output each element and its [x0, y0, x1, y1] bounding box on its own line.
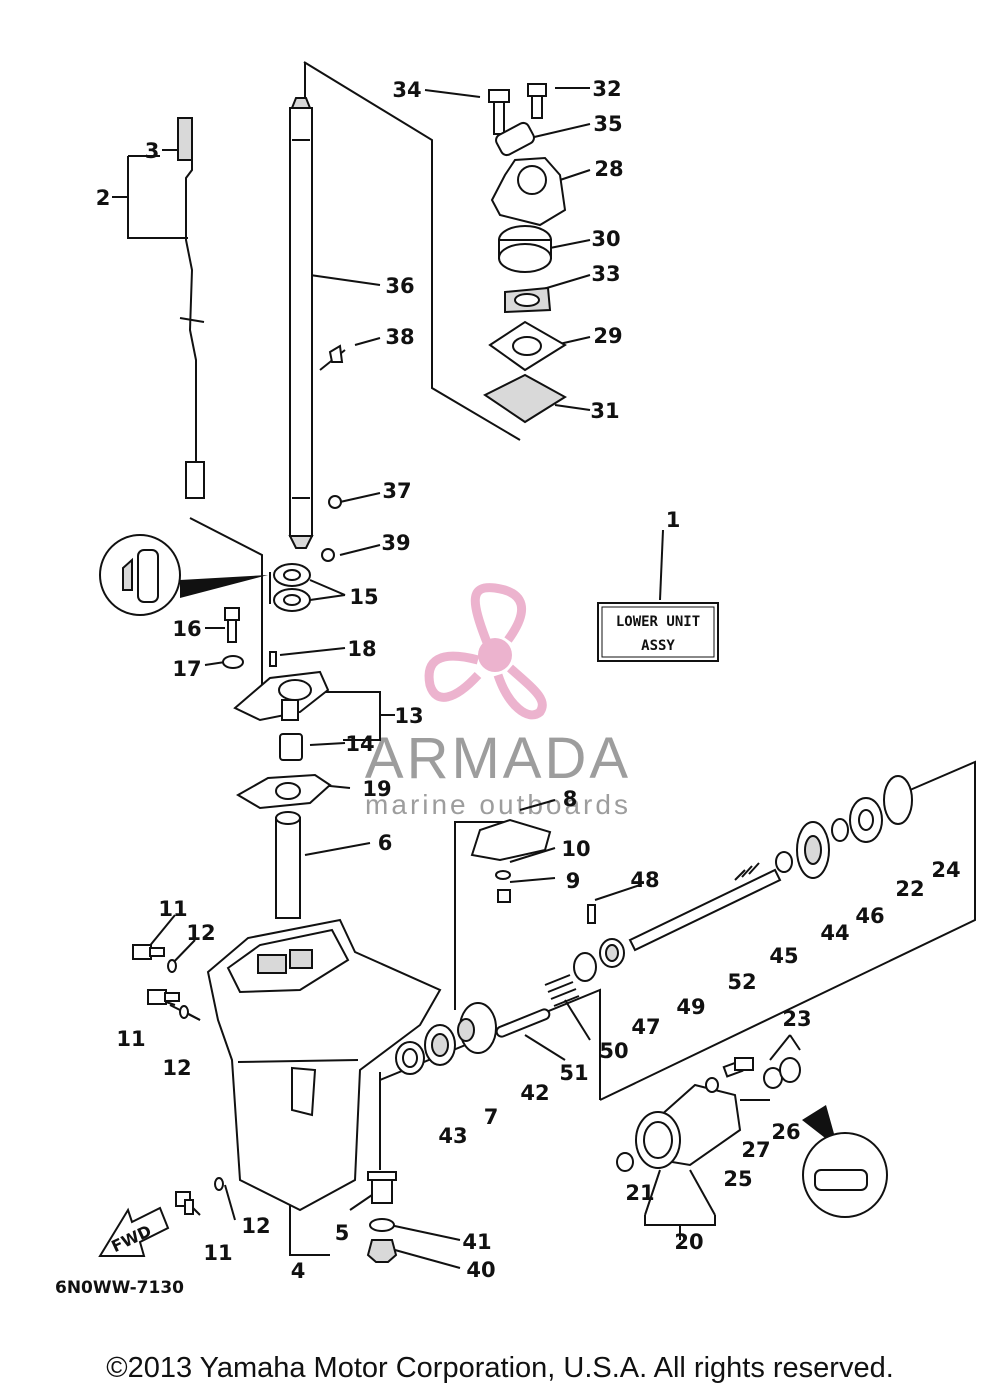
part-label: 27 [741, 1138, 770, 1162]
grease-detail-bubble-2 [802, 1105, 888, 1218]
part-label: 3 [145, 139, 160, 163]
part-label: 42 [520, 1081, 549, 1105]
part-label: 23 [782, 1007, 811, 1031]
part-label: 47 [631, 1015, 660, 1039]
assy-label-line1: LOWER UNIT [616, 614, 700, 630]
part-label: 2 [96, 186, 111, 210]
part-label: 34 [392, 78, 421, 102]
part-label: 32 [592, 77, 621, 101]
propeller-hub-icon [478, 638, 512, 672]
part-label: 17 [172, 657, 201, 681]
fwd-arrow-icon: FWD [98, 1206, 170, 1257]
part-label: 51 [559, 1061, 588, 1085]
part-label: 49 [676, 995, 705, 1019]
part-label: 12 [241, 1214, 270, 1238]
part-label: 48 [630, 868, 659, 892]
part-label: 46 [855, 904, 884, 928]
part-label: 40 [466, 1258, 495, 1282]
part-label: 11 [116, 1027, 145, 1051]
part-label: 6 [378, 831, 393, 855]
part-label: 9 [566, 869, 581, 893]
part-label: 12 [162, 1056, 191, 1080]
part-label: 36 [385, 274, 414, 298]
part-label: 11 [158, 897, 187, 921]
part-label: 25 [723, 1167, 752, 1191]
water-pump-group [483, 83, 567, 424]
part-label: 26 [771, 1120, 800, 1144]
gear-train-group [395, 775, 913, 1075]
part-label: 30 [591, 227, 620, 251]
part-label: 20 [674, 1230, 703, 1254]
watermark-brand: ARMADA [365, 726, 631, 791]
diagram-code: 6N0WW-7130 [55, 1278, 184, 1298]
grease-detail-bubble [99, 534, 268, 616]
copyright-notice: ©2013 Yamaha Motor Corporation, U.S.A. A… [106, 1352, 894, 1384]
part-label: 28 [594, 157, 623, 181]
part-label: 18 [347, 637, 376, 661]
armada-watermark: ARMADA marine outboards [365, 583, 631, 820]
part-label: 8 [563, 787, 578, 811]
part-label: 16 [172, 617, 201, 641]
part-label: 37 [382, 479, 411, 503]
shift-rod-part [177, 117, 205, 499]
part-label: 24 [931, 858, 960, 882]
part-label: 15 [349, 585, 378, 609]
watermark-tagline: marine outboards [365, 789, 631, 820]
propeller-logo-icon [424, 583, 547, 720]
part-number-labels: 1 2 3 4 5 6 7 8 9 10 11 11 11 12 12 12 1… [96, 77, 961, 1283]
bearing-housing-part [616, 1057, 801, 1172]
drive-shaft-part [288, 97, 344, 562]
part-label: 14 [345, 732, 374, 756]
part-label: 12 [186, 921, 215, 945]
part-label: 22 [895, 877, 924, 901]
part-label: 29 [593, 324, 622, 348]
part-label: 44 [820, 921, 849, 945]
lower-unit-assy-box: LOWER UNIT ASSY [597, 602, 719, 662]
part-label: 38 [385, 325, 414, 349]
assy-label-line2: ASSY [641, 638, 675, 654]
part-label: 33 [591, 262, 620, 286]
part-label: 4 [291, 1259, 306, 1283]
part-label: 1 [666, 508, 681, 532]
part-label: 10 [561, 837, 590, 861]
part-label: 13 [394, 704, 423, 728]
part-label: 21 [625, 1181, 654, 1205]
part-label: 7 [484, 1105, 499, 1129]
part-label: 11 [203, 1241, 232, 1265]
part-label: 39 [381, 531, 410, 555]
part-label: 31 [590, 399, 619, 423]
part-label: 43 [438, 1124, 467, 1148]
part-label: 5 [335, 1221, 350, 1245]
part-label: 19 [362, 777, 391, 801]
part-label: 45 [769, 944, 798, 968]
part-label: 50 [599, 1039, 628, 1063]
part-label: 35 [593, 112, 622, 136]
part-label: 52 [727, 970, 756, 994]
lower-casing-part [206, 918, 442, 1212]
part-label: 41 [462, 1230, 491, 1254]
